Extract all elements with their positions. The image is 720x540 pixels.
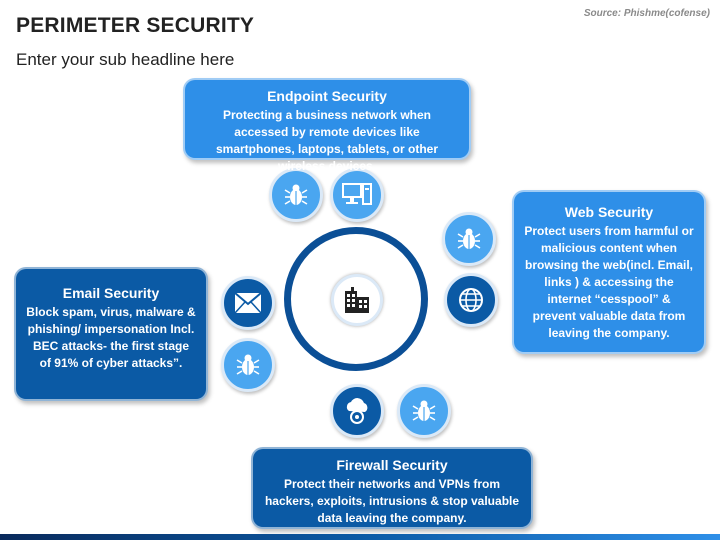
page-subtitle: Enter your sub headline here	[16, 50, 235, 69]
computer-icon	[342, 183, 372, 205]
envelope-icon	[234, 292, 262, 314]
center-node	[331, 274, 383, 326]
endpoint-security-card: Endpoint Security Protecting a business …	[183, 78, 471, 173]
threat-node-email	[221, 338, 275, 392]
card-text: Block spam, virus, malware & phishing/ i…	[26, 305, 196, 370]
endpoint-node	[330, 168, 384, 222]
card-heading: Web Security	[564, 204, 654, 220]
email-node	[221, 276, 275, 330]
web-node	[444, 273, 498, 327]
card-heading: Firewall Security	[336, 457, 448, 473]
building-icon	[345, 287, 369, 313]
bug-icon	[457, 228, 481, 249]
cloud-settings-icon	[346, 398, 368, 424]
bottom-accent-bar	[0, 534, 720, 540]
card-heading: Endpoint Security	[267, 88, 387, 104]
web-security-card: Web Security Protect users from harmful …	[512, 190, 706, 354]
bug-icon	[412, 400, 436, 421]
firewall-security-card: Firewall Security Protect their networks…	[251, 447, 533, 529]
source-note: Source: Phishme(cofense)	[583, 8, 710, 19]
firewall-node	[330, 384, 384, 438]
page-title: PERIMETER SECURITY	[16, 14, 255, 37]
globe-icon	[459, 288, 483, 312]
card-text: Protect their networks and VPNs from hac…	[264, 477, 520, 525]
threat-node-firewall	[397, 384, 451, 438]
card-heading: Email Security	[62, 285, 160, 301]
email-security-card: Email Security Block spam, virus, malwar…	[14, 267, 208, 401]
bug-icon	[284, 184, 308, 205]
threat-node-web	[442, 212, 496, 266]
perimeter-ring	[284, 227, 428, 371]
bug-icon	[236, 354, 260, 375]
card-text: Protecting a business network when acces…	[215, 108, 439, 173]
card-text: Protect users from harmful or malicious …	[524, 224, 694, 340]
threat-node-endpoint	[269, 168, 323, 222]
